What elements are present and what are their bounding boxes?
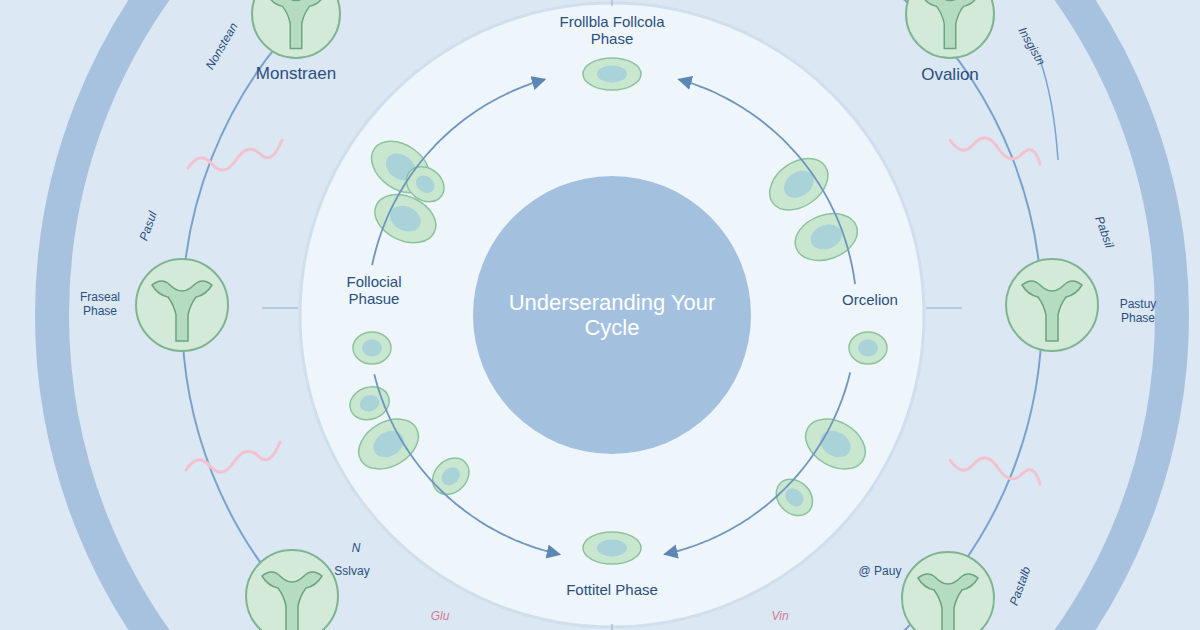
- leader-line: [1040, 60, 1058, 160]
- decor-cells: [345, 131, 874, 523]
- node-outline: [582, 57, 642, 91]
- phase-icon: @ Pauy: [900, 550, 996, 630]
- node-outline: [1004, 257, 1100, 353]
- center-circle: Underseranding Your Cycle: [472, 175, 752, 455]
- squiggles: [186, 138, 1040, 484]
- ticks: [262, 0, 962, 630]
- phase-cell: Follocial Phasue: [352, 331, 392, 365]
- phase-label: Sslvay: [334, 565, 369, 579]
- phase-icon: Fraseal Phase: [134, 257, 230, 353]
- side-label: N: [352, 541, 361, 555]
- node-outline: [900, 550, 996, 630]
- phase-label: Frollbla Follcola Phase: [552, 13, 672, 48]
- phase-label: Fraseal Phase: [75, 291, 125, 319]
- node-outline: [848, 331, 888, 365]
- side-label: Glu: [431, 609, 450, 623]
- phase-label: @ Pauy: [859, 565, 902, 579]
- phase-icon: Monstraen: [250, 0, 342, 60]
- node-outline: [244, 548, 340, 630]
- node-outline: [250, 0, 342, 60]
- node-outline: [582, 531, 642, 565]
- phase-label: Monstraen: [256, 64, 336, 84]
- phase-cell: Orcelion: [848, 331, 888, 365]
- phase-cell: Fottitel Phase: [582, 531, 642, 565]
- phase-label: Follocial Phasue: [329, 273, 419, 308]
- inner-disk: [300, 3, 924, 627]
- phase-label: Pastuy Phase: [1113, 298, 1163, 326]
- node-outline: [352, 331, 392, 365]
- center-title: Underseranding Your Cycle: [507, 290, 717, 341]
- phase-icon: Sslvay: [244, 548, 340, 630]
- phase-cell: Frollbla Follcola Phase: [582, 57, 642, 91]
- node-outline: [904, 0, 996, 60]
- phase-label: Ovalion: [921, 65, 979, 85]
- phase-label: Orcelion: [842, 291, 898, 308]
- side-label: Vin: [771, 609, 788, 623]
- outer-ring: [182, 0, 1042, 630]
- phase-icon: Pastuy Phase: [1004, 257, 1100, 353]
- phase-icon: Ovalion: [904, 0, 996, 60]
- phase-label: Fottitel Phase: [566, 581, 658, 598]
- node-outline: [134, 257, 230, 353]
- outer-band: [52, 0, 1172, 630]
